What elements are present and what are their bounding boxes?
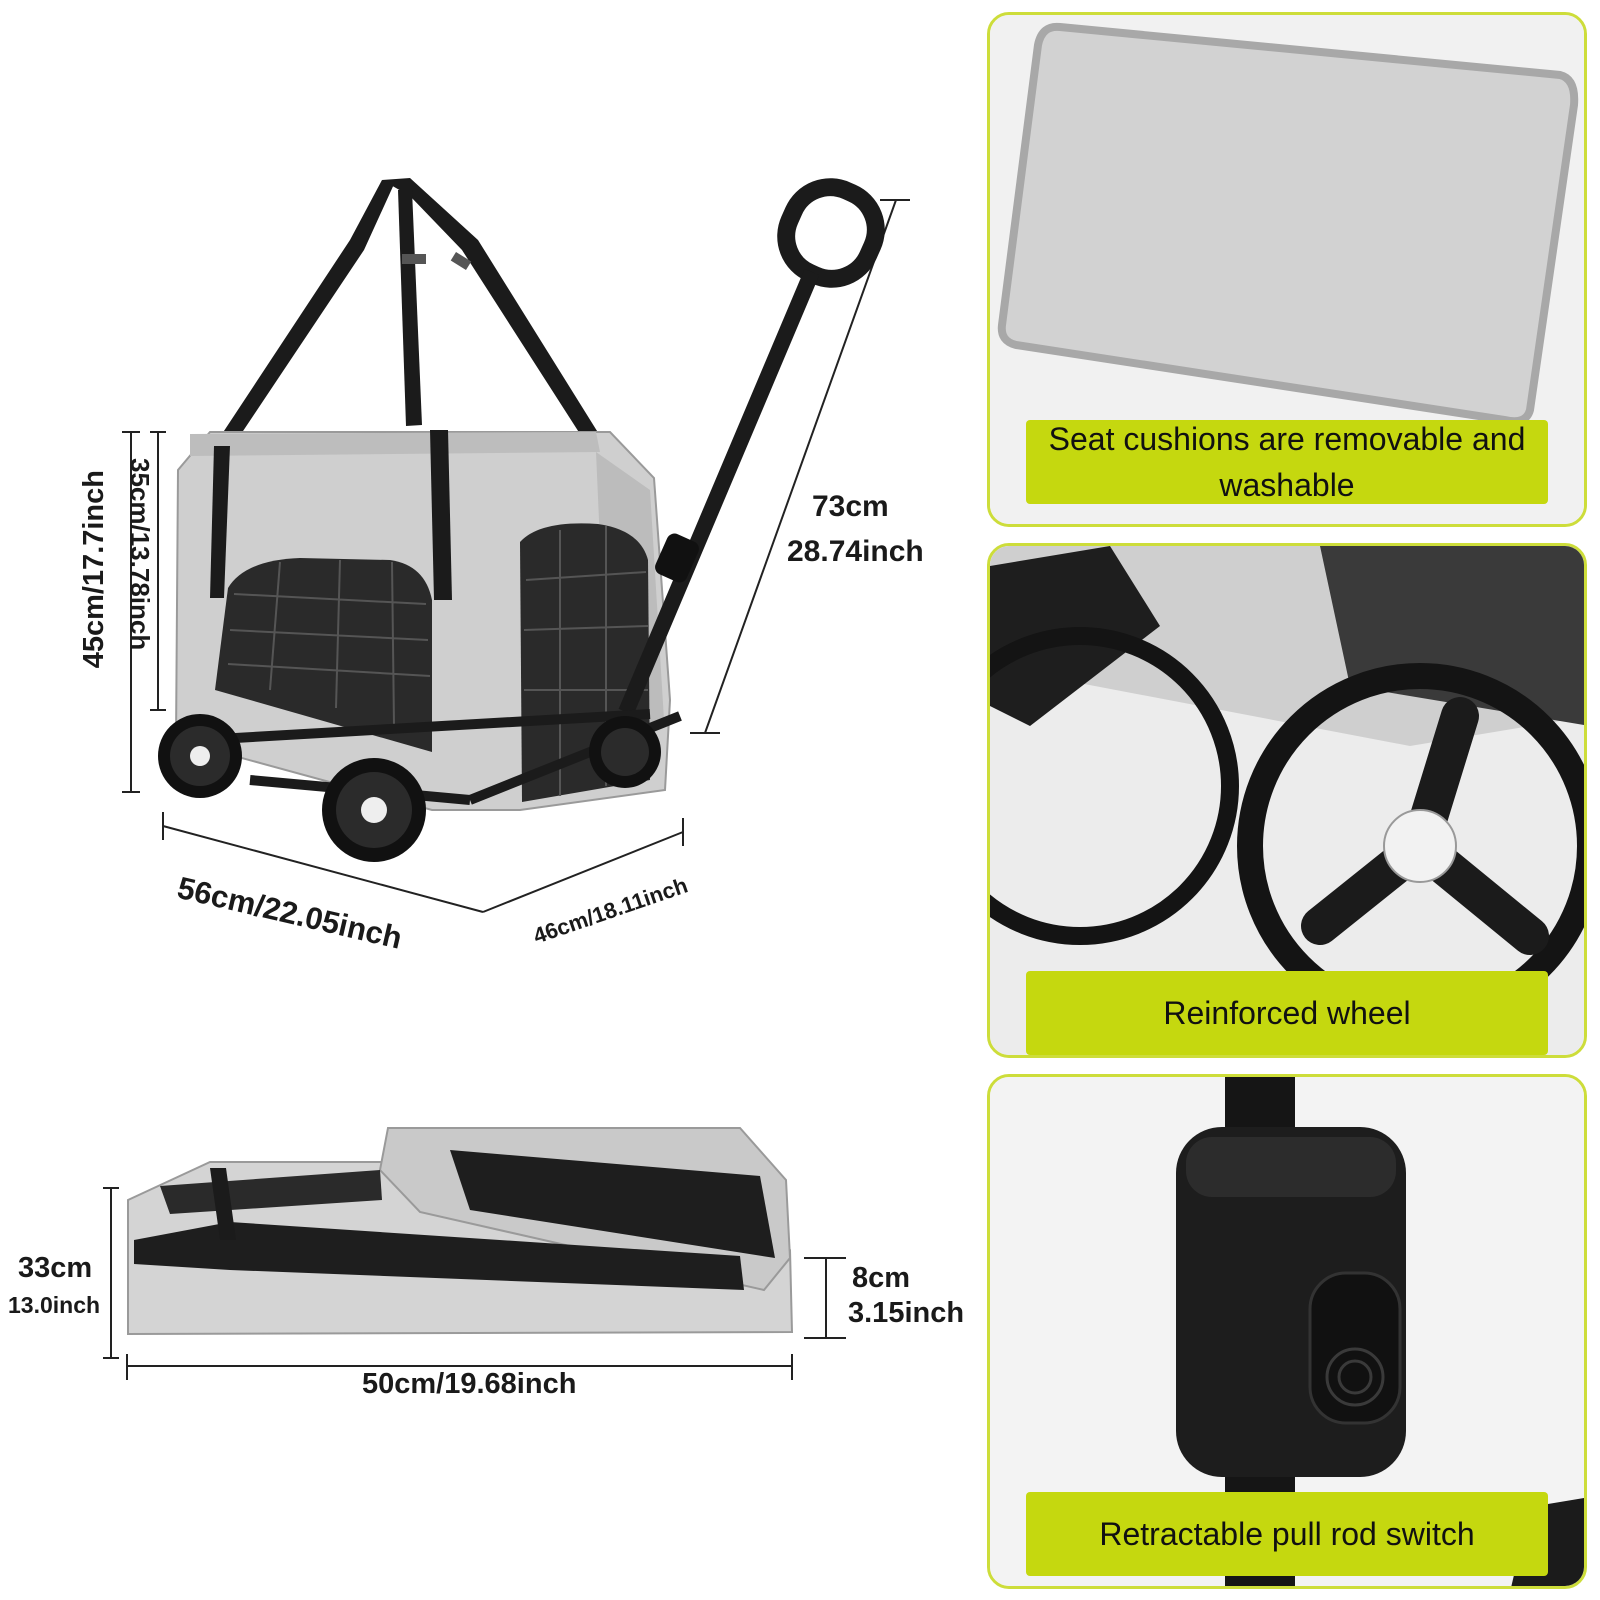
feature-caption-pull-rod: Retractable pull rod switch [1026, 1492, 1548, 1576]
folded-height-inch-label: 13.0inch [8, 1292, 101, 1318]
stroller-illustration [103, 178, 910, 1380]
height-total-label: 45cm/17.7inch [78, 470, 110, 669]
pull-handle [618, 178, 885, 716]
feature-panel-wheel: Reinforced wheel [987, 543, 1587, 1058]
folded-height-cm-label: 33cm [18, 1252, 93, 1284]
feature-caption-seat-cushion: Seat cushions are removable and washable [1026, 420, 1548, 504]
folded-thickness-cm-label: 8cm [852, 1262, 911, 1294]
wheel-icon [990, 546, 1584, 1055]
folded-carrier [127, 1127, 794, 1336]
wheels [158, 714, 661, 862]
feature-panel-pull-rod: Retractable pull rod switch [987, 1074, 1587, 1589]
dimension-lines [103, 199, 910, 1380]
folded-thickness-inch-label: 3.15inch [848, 1297, 965, 1329]
feature-caption-wheel: Reinforced wheel [1026, 971, 1548, 1055]
handle-length-cm-label: 73cm [812, 490, 889, 523]
height-box-label: 35cm/13.78inch [125, 458, 155, 651]
feature-panel-seat-cushion: Seat cushions are removable and washable [987, 12, 1587, 527]
handle-length-inch-label: 28.74inch [787, 535, 924, 568]
folded-length-label: 50cm/19.68inch [362, 1368, 577, 1400]
